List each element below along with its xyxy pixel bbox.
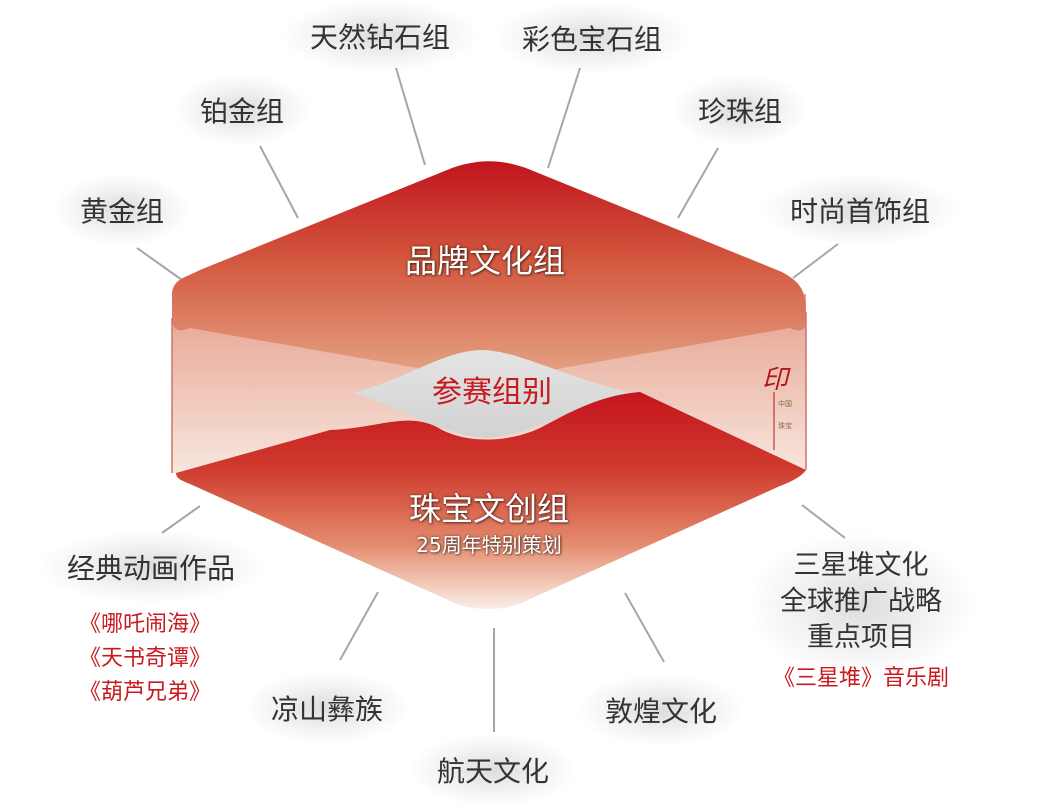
sanxingdui-line-2: 全球推广战略: [780, 586, 942, 617]
connector-fashion: [792, 243, 839, 279]
connectors: [136, 67, 846, 732]
connector-sanxingdui: [801, 504, 846, 539]
bottom-face-label: 珠宝文创组: [408, 490, 569, 528]
sanxingdui-line-3: 重点项目: [807, 622, 915, 653]
theme-classic-animation: 经典动画作品: [38, 531, 264, 603]
seal-stamp: 印 中国 珠宝: [758, 362, 798, 452]
connector-pearl: [677, 147, 719, 219]
svg-text:中国: 中国: [778, 399, 792, 408]
theme-sanxingdui: 三星堆文化 全球推广战略 重点项目: [766, 548, 956, 656]
connector-gold: [136, 247, 183, 281]
category-fashion-jewelry: 时尚首饰组: [762, 174, 958, 246]
bottom-face-sublabel: 25周年特别策划: [416, 533, 562, 557]
svg-text:印: 印: [762, 365, 791, 395]
seal-icon: 印 中国 珠宝: [762, 365, 792, 450]
work-huluwa: 《葫芦兄弟》: [78, 680, 211, 705]
category-natural-diamond: 天然钻石组: [282, 0, 478, 72]
bottom-face-jewelry: [176, 392, 806, 609]
theme-liangshan-yi: 凉山彝族: [244, 672, 410, 744]
work-tianshu: 《天书奇谭》: [78, 646, 211, 671]
inner-diamond-label: 参赛组别: [432, 375, 552, 410]
top-face-label: 品牌文化组: [404, 242, 565, 280]
category-color-gemstone: 彩色宝石组: [494, 2, 690, 74]
sanxingdui-line-1: 三星堆文化: [793, 550, 929, 581]
connector-gemstone: [547, 67, 581, 169]
inner-diamond: [352, 350, 632, 438]
svg-text:珠宝: 珠宝: [778, 421, 792, 430]
top-face-brand: [172, 161, 806, 377]
category-platinum: 铂金组: [174, 74, 310, 146]
theme-space-culture: 航天文化: [410, 734, 576, 806]
category-gold: 黄金组: [54, 174, 190, 246]
sanxingdui-musical: 《三星堆》音乐剧: [772, 666, 949, 691]
connector-platinum: [259, 145, 299, 219]
work-nezha: 《哪吒闹海》: [78, 612, 211, 637]
connector-classic: [161, 505, 201, 534]
category-pearl: 珍珠组: [672, 74, 808, 146]
connector-liangshan: [339, 591, 379, 661]
connector-diamond: [395, 67, 426, 166]
theme-sanxingdui-glow: [748, 532, 974, 678]
classic-works-list: 《哪吒闹海》 《天书奇谭》 《葫芦兄弟》: [70, 608, 220, 710]
theme-dunhuang-culture: 敦煌文化: [578, 674, 744, 746]
connector-dunhuang: [624, 592, 665, 663]
